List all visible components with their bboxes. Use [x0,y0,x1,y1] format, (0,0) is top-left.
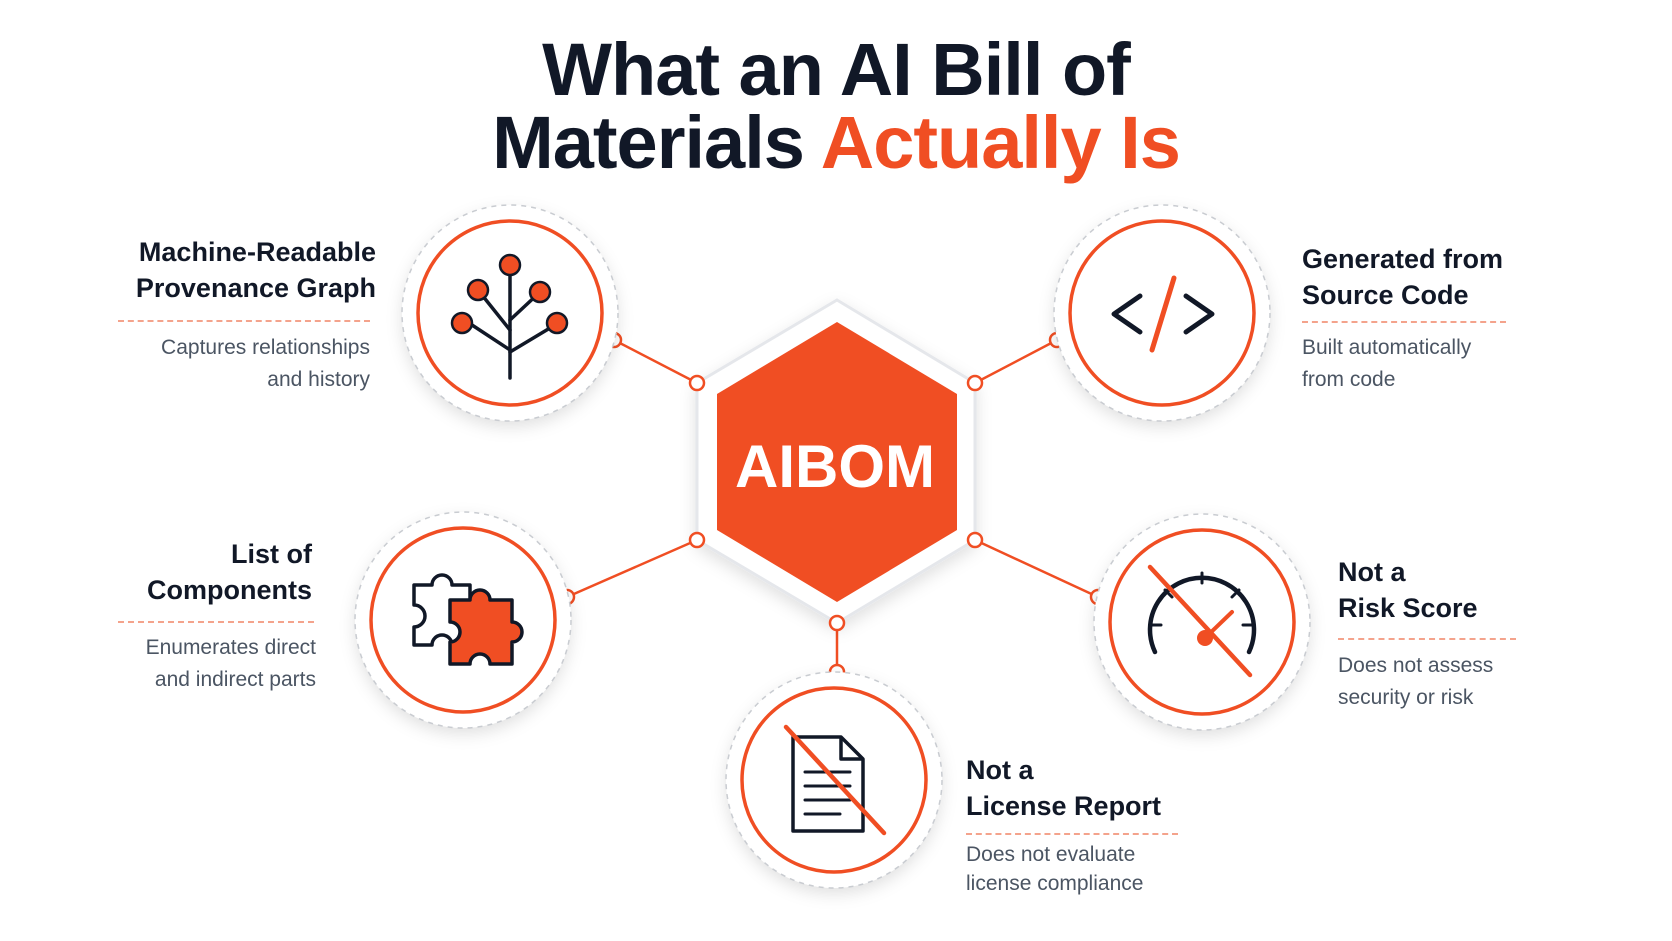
provenance-divider [118,320,370,322]
provenance-desc-line2: and history [267,368,370,391]
provenance-description: Captures relationships and history [100,332,370,396]
source-description: Built automatically from code [1302,332,1562,396]
license-desc-line2: license compliance [966,872,1144,895]
risk-description: Does not assess security or risk [1338,650,1578,714]
code-brackets-icon [1111,275,1215,353]
components-divider [118,621,314,623]
source-label: Generated from Source Code [1302,241,1582,313]
source-label-line2: Source Code [1302,280,1469,310]
connector-risk [974,538,1099,599]
puzzle-icon [412,573,524,666]
components-label: List of Components [100,536,312,608]
provenance-label-line2: Provenance Graph [135,273,376,303]
license-divider [966,833,1178,835]
provenance-desc-line1: Captures relationships [161,336,370,359]
risk-label-line2: Risk Score [1338,593,1478,623]
source-label-line1: Generated from [1302,244,1504,274]
page-title-line2: Materials Actually Is [0,103,1672,183]
page-title-line1: What an AI Bill of [542,28,1131,111]
tree-graph-icon [450,253,569,380]
license-desc-line1: Does not evaluate [966,843,1136,866]
source-desc-line2: from code [1302,368,1396,391]
source-desc-line1: Built automatically [1302,336,1472,359]
components-label-line2: Components [147,575,312,605]
license-label-line1: Not a [966,755,1034,785]
center-label: AIBOM [735,433,935,500]
provenance-label: Machine-Readable Provenance Graph [100,234,376,306]
components-desc-line2: and indirect parts [154,668,316,691]
crossed-gauge-icon [1147,564,1257,678]
license-label-line2: License Report [966,791,1162,821]
title-plain: Materials [492,101,805,184]
risk-desc-line1: Does not assess [1338,654,1494,677]
components-description: Enumerates direct and indirect parts [100,632,316,696]
license-description: Does not evaluate license compliance [966,840,1226,898]
title-accent: Actually Is [820,101,1181,184]
risk-label: Not a Risk Score [1338,554,1578,626]
components-desc-line1: Enumerates direct [145,636,316,659]
source-divider [1302,321,1506,323]
center-hexagon [695,298,977,625]
risk-label-line1: Not a [1338,557,1406,587]
risk-divider [1338,638,1516,640]
connector-components [566,538,698,599]
connector-source [974,338,1058,385]
crossed-document-icon [783,724,887,836]
license-label: Not a License Report [966,752,1226,824]
connector-provenance [613,338,698,385]
components-label-line1: List of [231,539,312,569]
provenance-label-line1: Machine-Readable [138,237,376,267]
risk-desc-line2: security or risk [1338,686,1474,709]
